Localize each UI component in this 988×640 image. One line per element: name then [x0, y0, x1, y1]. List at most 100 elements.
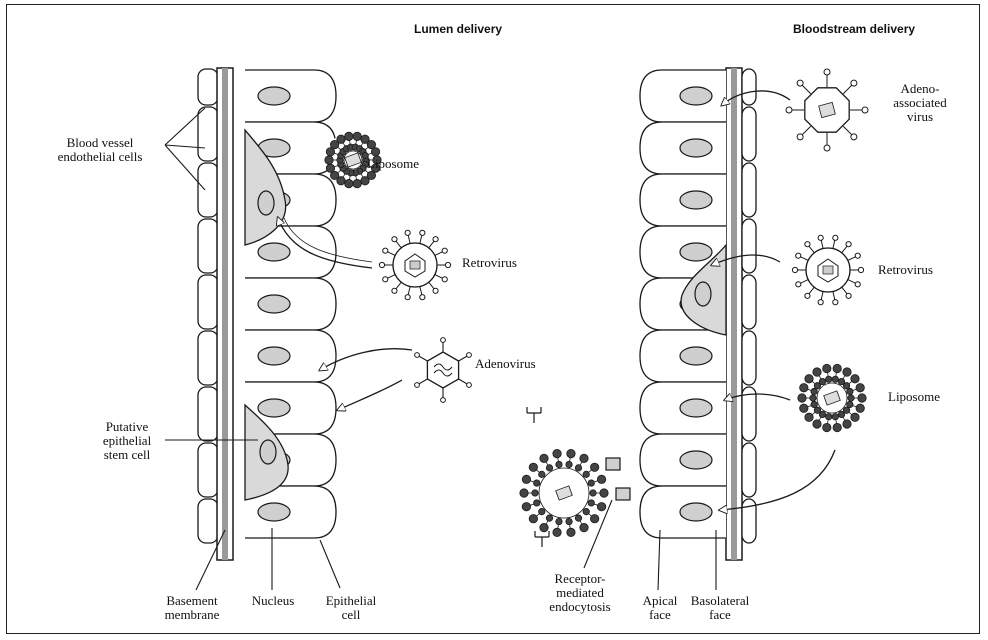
arrows-left	[278, 218, 413, 410]
envelope-spike	[444, 261, 452, 269]
lipid-head-inner	[555, 517, 563, 526]
lipid-head-inner	[545, 514, 554, 522]
lipid-head-inner	[810, 400, 818, 409]
arrows-right	[712, 90, 836, 510]
liposome-left	[324, 131, 382, 189]
lipid-head-inner	[810, 387, 818, 396]
lipid-head-outer	[850, 374, 860, 384]
lipid-head-outer	[842, 367, 852, 377]
basement-membrane-left	[216, 67, 234, 561]
lipid-head-outer	[850, 412, 860, 422]
lipid-head-inner	[846, 387, 854, 396]
lipid-head-inner	[831, 375, 839, 383]
envelope-spike	[854, 281, 861, 288]
liposome-right	[797, 363, 867, 433]
label-stem-line2: epithelial	[102, 433, 152, 448]
lipid-head-inner	[574, 464, 583, 472]
endothelial-cell	[741, 68, 757, 106]
fiber-knob	[440, 397, 446, 403]
label-liposome-right: Liposome	[888, 389, 940, 404]
endothelial-cell	[197, 274, 219, 330]
lipid-head-inner	[538, 508, 546, 516]
lipid-head-outer	[330, 170, 340, 181]
nucleus	[257, 502, 291, 522]
leader-lines	[164, 107, 717, 591]
nucleus	[679, 346, 713, 366]
retrovirus-left	[378, 229, 452, 301]
lipid-head-inner	[538, 470, 546, 478]
lipid-head-outer	[579, 523, 589, 533]
nucleus	[257, 242, 291, 262]
lipid-head-outer	[344, 179, 354, 189]
envelope-spike	[845, 292, 852, 299]
spike-knob	[823, 144, 831, 152]
envelope-spike	[382, 276, 389, 283]
lipid-head-outer	[799, 403, 809, 413]
label-blood-vessel-line1: Blood vessel	[66, 135, 134, 150]
label-putative-stem-cell: Putative epithelial stem cell	[92, 420, 162, 462]
lipid-head-outer	[552, 527, 562, 537]
lipid-head-outer	[832, 422, 842, 433]
lipid-head-inner	[587, 479, 595, 487]
antibody-ligand	[534, 531, 550, 547]
label-apical-line2: face	[649, 607, 671, 622]
nucleus	[679, 450, 713, 470]
label-basolateral-line2: face	[709, 607, 731, 622]
endothelial-cell	[741, 218, 757, 274]
envelope-spike	[419, 229, 426, 236]
lipid-head-outer	[857, 393, 867, 403]
lipid-head-inner	[809, 394, 817, 402]
envelope-spike	[391, 287, 398, 294]
envelope-spike	[817, 234, 824, 241]
lipid-head-outer	[366, 170, 376, 181]
lipid-head-inner	[574, 514, 583, 522]
liposome-receptor-bound	[519, 407, 609, 547]
lipid-head-outer	[336, 134, 346, 144]
endothelial-cell	[741, 274, 757, 330]
lipid-head-outer	[528, 462, 538, 472]
endothelial-cell-column-left	[197, 68, 219, 544]
lipid-head-outer	[804, 374, 814, 384]
stem-cell-lower	[244, 403, 289, 501]
lipid-head-outer	[799, 383, 809, 393]
lipid-head-outer	[590, 462, 600, 472]
header-bloodstream-delivery: Bloodstream delivery	[793, 22, 916, 36]
envelope-spike	[419, 294, 426, 301]
label-apical-line1: Apical	[642, 593, 678, 608]
label-basolateral-line1: Basolateral	[690, 593, 750, 608]
lipid-head-inner	[818, 410, 827, 419]
lipid-head-outer	[842, 419, 852, 429]
envelope-spike	[378, 261, 386, 269]
fiber-knob	[414, 352, 420, 358]
label-basement-line1: Basement	[166, 593, 218, 608]
endothelial-cell-column-right	[741, 68, 757, 544]
label-adenovirus: Adenovirus	[475, 356, 536, 371]
receptor-complex	[605, 457, 631, 501]
nucleus	[257, 294, 291, 314]
lipid-head-outer	[812, 419, 822, 429]
nucleus	[679, 502, 713, 522]
envelope-spike	[432, 236, 439, 243]
lipid-head-outer	[539, 523, 549, 533]
envelope-spike	[832, 299, 839, 306]
label-receptor-line2: mediated	[556, 585, 604, 600]
lipid-head-inner	[533, 479, 541, 487]
label-liposome-left: Liposome	[367, 156, 419, 171]
lipid-head-outer	[596, 502, 607, 512]
envelope-spike	[404, 294, 411, 301]
nucleus	[257, 86, 291, 106]
lipid-head-outer	[344, 131, 354, 141]
dna-cargo	[344, 152, 362, 168]
label-aav: Adeno- associated virus	[880, 82, 960, 124]
label-basement-line2: membrane	[164, 607, 220, 622]
lipid-head-inner	[533, 499, 541, 507]
label-receptor-line3: endocytosis	[549, 599, 611, 614]
antibody-ligand	[526, 407, 542, 423]
envelope-spike	[845, 241, 852, 248]
nucleus	[679, 138, 713, 158]
stem-cell-right	[680, 243, 727, 336]
lipid-head-inner	[813, 406, 822, 414]
fiber-knob	[466, 382, 472, 388]
envelope-spike	[432, 287, 439, 294]
endothelial-cell	[741, 106, 757, 162]
